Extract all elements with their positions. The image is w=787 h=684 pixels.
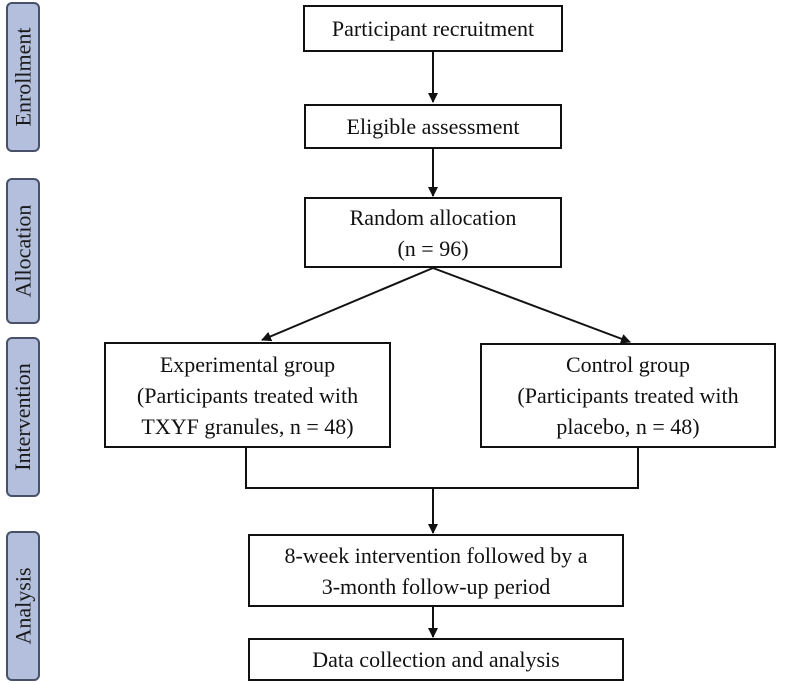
box-data-collection-text: Data collection and analysis — [312, 647, 560, 672]
box-control-group-count: placebo, n = 48) — [556, 414, 700, 439]
box-experimental-group-count: TXYF granules, n = 48) — [141, 413, 354, 439]
box-intervention-period-line2: 3-month follow-up period — [321, 573, 551, 599]
box-eligible-assessment: Eligible assessment — [304, 104, 562, 149]
box-control-group-detail: (Participants treated with — [517, 383, 739, 408]
box-control-group-title: Control group — [565, 352, 691, 377]
arrow-randomization-to-control — [432, 267, 631, 344]
box-participant-recruitment: Participant recruitment — [303, 5, 563, 52]
box-experimental-group: Experimental group (Participants treated… — [104, 342, 391, 448]
box-intervention-period-line1: 8-week intervention followed by a — [284, 542, 588, 568]
stage-allocation-label: Allocation — [10, 204, 35, 298]
stage-enrollment: Enrollment — [6, 2, 40, 152]
box-control-group: Control group (Participants treated with… — [480, 343, 776, 448]
stage-enrollment-label: Enrollment — [10, 27, 36, 127]
box-data-collection: Data collection and analysis — [248, 638, 624, 681]
box-intervention-period: 8-week intervention followed by a 3-mont… — [248, 534, 624, 607]
box-eligible-assessment-text: Eligible assessment — [346, 114, 520, 139]
box-experimental-group-title: Experimental group — [159, 351, 336, 377]
arrow-randomization-to-experimental — [261, 267, 434, 342]
stage-intervention-label: Intervention — [10, 363, 35, 471]
box-experimental-group-detail: (Participants treated with — [136, 382, 359, 408]
box-random-allocation: Random allocation (n = 96) — [304, 197, 562, 268]
box-random-allocation-text: Random allocation — [349, 204, 517, 230]
stage-intervention: Intervention — [6, 337, 40, 497]
box-participant-recruitment-text: Participant recruitment — [331, 16, 535, 41]
stage-allocation: Allocation — [6, 178, 40, 324]
stage-analysis: Analysis — [6, 531, 40, 681]
stage-analysis-label: Analysis — [10, 567, 35, 645]
box-random-allocation-count: (n = 96) — [397, 235, 469, 261]
